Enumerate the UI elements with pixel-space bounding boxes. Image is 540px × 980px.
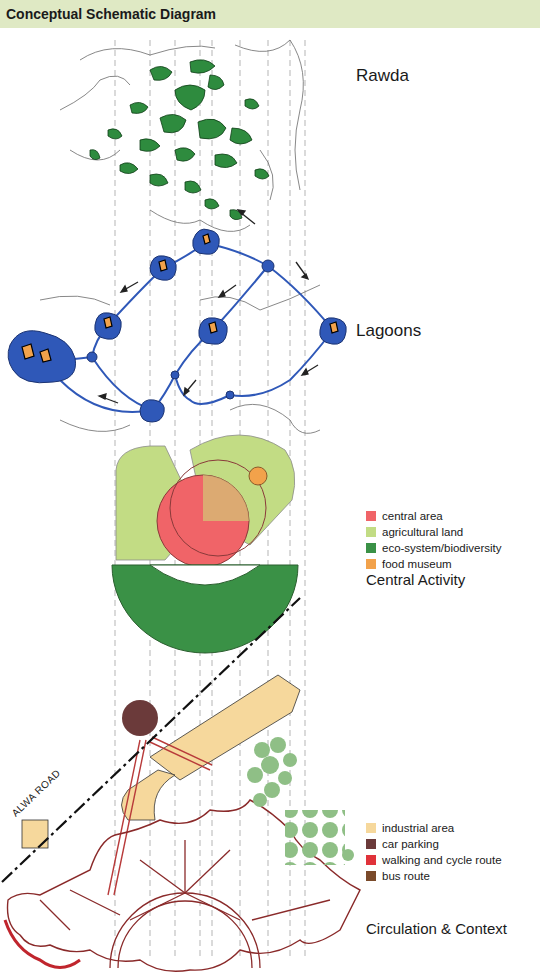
legend-swatch	[366, 855, 376, 865]
diagram-title: Conceptual Schematic Diagram	[6, 6, 216, 22]
legend-row: walking and cycle route	[366, 854, 502, 866]
section-label: Central Activity	[366, 571, 465, 588]
legend-row: food museum	[366, 558, 452, 570]
road-name: ALWA ROAD	[8, 766, 64, 820]
legend-row: car parking	[366, 838, 439, 850]
legend-row: bus route	[366, 870, 430, 882]
legend-text: bus route	[382, 870, 430, 882]
legend-row: eco-system/biodiversity	[366, 542, 502, 554]
legend-swatch	[366, 511, 376, 521]
legend-swatch	[366, 559, 376, 569]
section-label: Lagoons	[356, 321, 421, 341]
legend-row: central area	[366, 510, 443, 522]
legend-swatch	[366, 543, 376, 553]
legend-text: agricultural land	[382, 526, 463, 538]
legend-text: industrial area	[382, 822, 454, 834]
legend-text: eco-system/biodiversity	[382, 542, 502, 554]
legend-swatch	[366, 871, 376, 881]
section-label: Circulation & Context	[366, 920, 507, 937]
section-label: Rawda	[356, 66, 409, 86]
legend-swatch	[366, 823, 376, 833]
legend-text: walking and cycle route	[382, 854, 502, 866]
legend-swatch	[366, 839, 376, 849]
legend-row: agricultural land	[366, 526, 463, 538]
legend-row: industrial area	[366, 822, 454, 834]
legend-swatch	[366, 527, 376, 537]
legend-text: car parking	[382, 838, 439, 850]
legend-text: food museum	[382, 558, 452, 570]
legend-text: central area	[382, 510, 443, 522]
